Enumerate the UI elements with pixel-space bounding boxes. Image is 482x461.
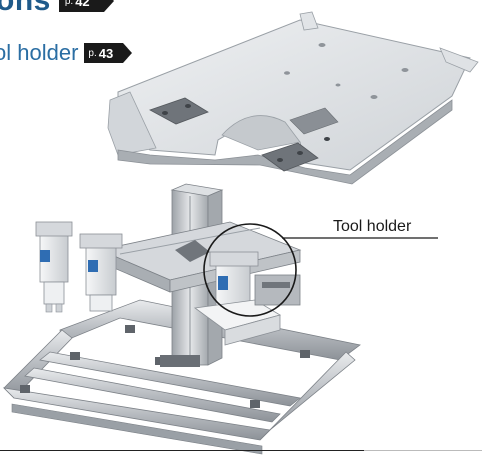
top-heading: ons p. 42	[0, 0, 114, 17]
bottom-rule-light	[364, 450, 482, 451]
gripper-right	[193, 251, 301, 346]
heading-fragment: ons	[0, 0, 51, 17]
bottom-rule	[0, 450, 364, 451]
page-reference-tag-top[interactable]: p. 42	[58, 0, 114, 12]
page-ref-prefix: p.	[64, 0, 74, 7]
section-title-text: ol holder	[0, 40, 79, 65]
tool-holder-plate	[107, 11, 479, 185]
callout-label: Tool holder	[333, 218, 412, 235]
page-ref-number: 42	[75, 0, 90, 9]
gripper-left	[35, 221, 73, 313]
tool-holder-callout	[203, 223, 438, 317]
section-title: ol holder p. 43	[0, 40, 132, 66]
callout-circle	[203, 223, 297, 317]
page-reference-tag-section[interactable]: p. 43	[84, 43, 132, 63]
section-page-ref-number: 43	[98, 45, 114, 61]
section-page-ref-prefix: p.	[88, 47, 97, 59]
gripper-middle	[79, 233, 123, 312]
